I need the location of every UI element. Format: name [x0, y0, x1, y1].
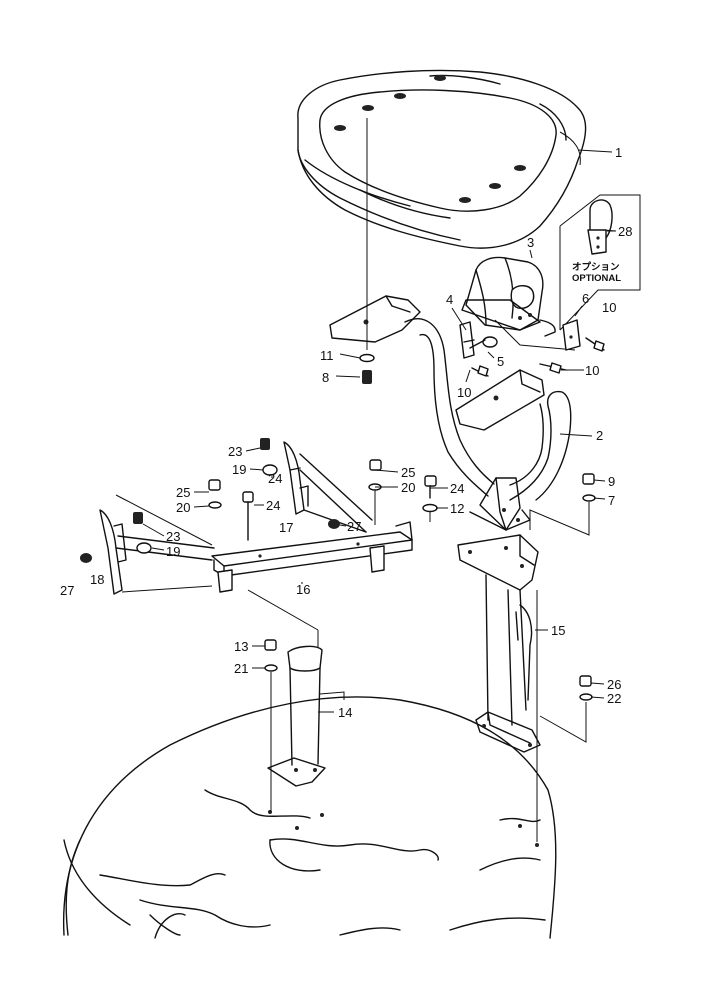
callout-26: 26 [607, 677, 621, 692]
control-console [461, 256, 576, 351]
callout-27-right: 27 [347, 519, 361, 534]
bolts-10 [471, 337, 605, 377]
callout-labels: 1 2 3 4 5 6 7 8 9 10 10 10 11 12 13 14 1… [60, 145, 632, 720]
callout-23-left: 23 [166, 529, 180, 544]
callout-28: 28 [618, 224, 632, 239]
switch-part [451, 307, 498, 359]
callout-14: 14 [338, 705, 352, 720]
leader-lines [142, 149, 617, 713]
optional-bracket-6 [562, 305, 583, 351]
callout-24-mid: 24 [268, 471, 282, 486]
fasteners-left [80, 118, 596, 842]
callout-3: 3 [527, 235, 534, 250]
callout-27-left: 27 [60, 583, 74, 598]
callout-15: 15 [551, 623, 565, 638]
callout-4: 4 [446, 292, 453, 307]
optional-label-jp: オプション [572, 261, 620, 273]
callout-16: 16 [296, 582, 310, 597]
post-14 [267, 645, 345, 787]
callout-19-top: 19 [232, 462, 246, 477]
callout-12: 12 [450, 501, 464, 516]
callout-10-left: 10 [457, 385, 471, 400]
callout-7: 7 [608, 493, 615, 508]
callout-18: 18 [90, 572, 104, 587]
callout-13: 13 [234, 639, 248, 654]
callout-19-left: 19 [166, 544, 180, 559]
callout-6: 6 [582, 291, 589, 306]
callout-20-left: 20 [176, 500, 190, 515]
callout-21: 21 [234, 661, 248, 676]
callout-22: 22 [607, 691, 621, 706]
floor-plate [62, 696, 557, 939]
callout-2: 2 [596, 428, 603, 443]
callout-5: 5 [497, 354, 504, 369]
callout-8: 8 [322, 370, 329, 385]
callout-11: 11 [320, 348, 334, 363]
callout-25-left: 25 [176, 485, 190, 500]
seat [297, 69, 587, 249]
callout-17: 17 [279, 520, 293, 535]
optional-label-en: OPTIONAL [572, 273, 621, 284]
callout-24-left: 24 [266, 498, 280, 513]
callout-23-top: 23 [228, 444, 242, 459]
armrest-support [329, 295, 572, 531]
callout-24-right: 24 [450, 481, 464, 496]
callout-20-right: 20 [401, 480, 415, 495]
callout-10-top: 10 [602, 300, 616, 315]
callout-10-right: 10 [585, 363, 599, 378]
column-15 [457, 534, 541, 753]
callout-1: 1 [615, 145, 622, 160]
callout-9: 9 [608, 474, 615, 489]
callout-25-right: 25 [401, 465, 415, 480]
optional-box: オプション OPTIONAL [559, 194, 641, 331]
rail-frame-16 [99, 441, 413, 648]
